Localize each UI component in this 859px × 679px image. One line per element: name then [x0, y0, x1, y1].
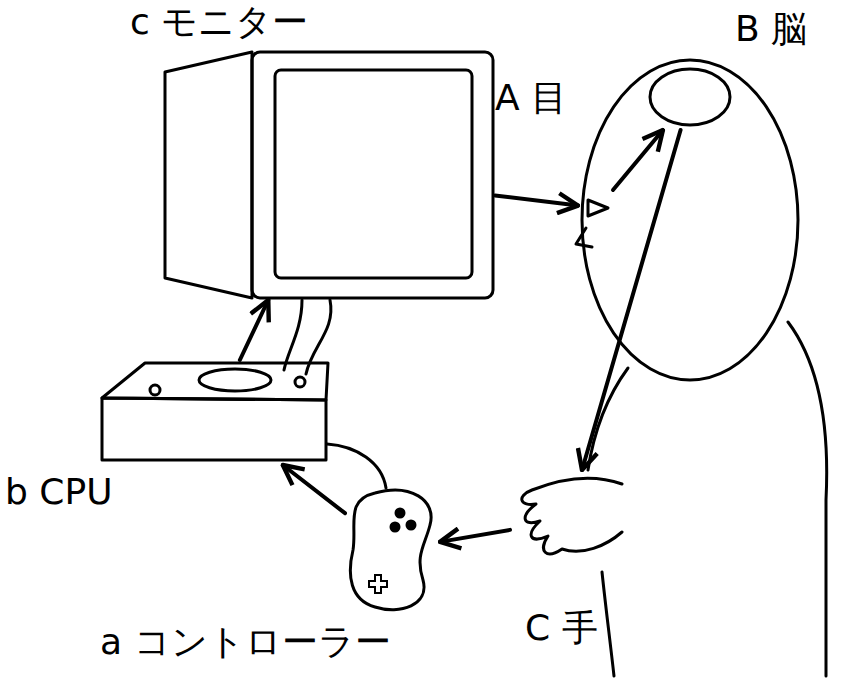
flow-arrow [283, 465, 345, 513]
part-label: a コントローラー [100, 622, 391, 662]
flow-arrow [440, 530, 510, 542]
hand-shape [510, 470, 625, 570]
nose [576, 228, 592, 247]
console-shape [100, 360, 330, 465]
brain-node: B 脳 [645, 65, 735, 130]
monitor-cable [284, 300, 302, 370]
console-front [102, 398, 326, 460]
head-outline [582, 60, 798, 380]
monitor-shape [160, 50, 495, 300]
controller-cable [327, 444, 386, 488]
controller-button [391, 523, 399, 531]
flow-arrow [582, 130, 681, 470]
eye-node: A 目 [578, 190, 618, 226]
controller-node: a コントローラー [345, 485, 440, 615]
part-label: C 手 [525, 608, 598, 648]
flow-arrow [495, 195, 578, 205]
console-button [295, 377, 305, 387]
controller-dpad [369, 575, 387, 593]
controller-shape [345, 485, 440, 615]
brain-shape [645, 65, 735, 130]
console-node: b CPU [100, 360, 330, 465]
console-button [150, 385, 160, 395]
part-label: B 脳 [735, 9, 807, 49]
body-outline [788, 322, 827, 676]
controller-outline [350, 490, 431, 610]
console-disc [199, 369, 271, 391]
part-label: c モニター [130, 2, 308, 42]
body-outline [602, 572, 614, 676]
brain-outline [650, 69, 730, 125]
controller-button [407, 521, 415, 529]
monitor-screen [275, 70, 472, 278]
part-label: A 目 [495, 78, 567, 118]
part-label: b CPU [5, 472, 113, 512]
monitor-side [165, 52, 252, 298]
monitor-frame [252, 52, 493, 298]
console-top [102, 363, 328, 400]
eye-symbol [588, 200, 608, 216]
eye-shape [578, 190, 618, 226]
hand-outline [522, 478, 622, 554]
controller-button [396, 509, 404, 517]
hand-node: C 手 [510, 470, 625, 570]
flow-arrow [613, 130, 663, 190]
monitor-node: c モニター [160, 50, 495, 300]
flow-arrow [240, 300, 268, 360]
